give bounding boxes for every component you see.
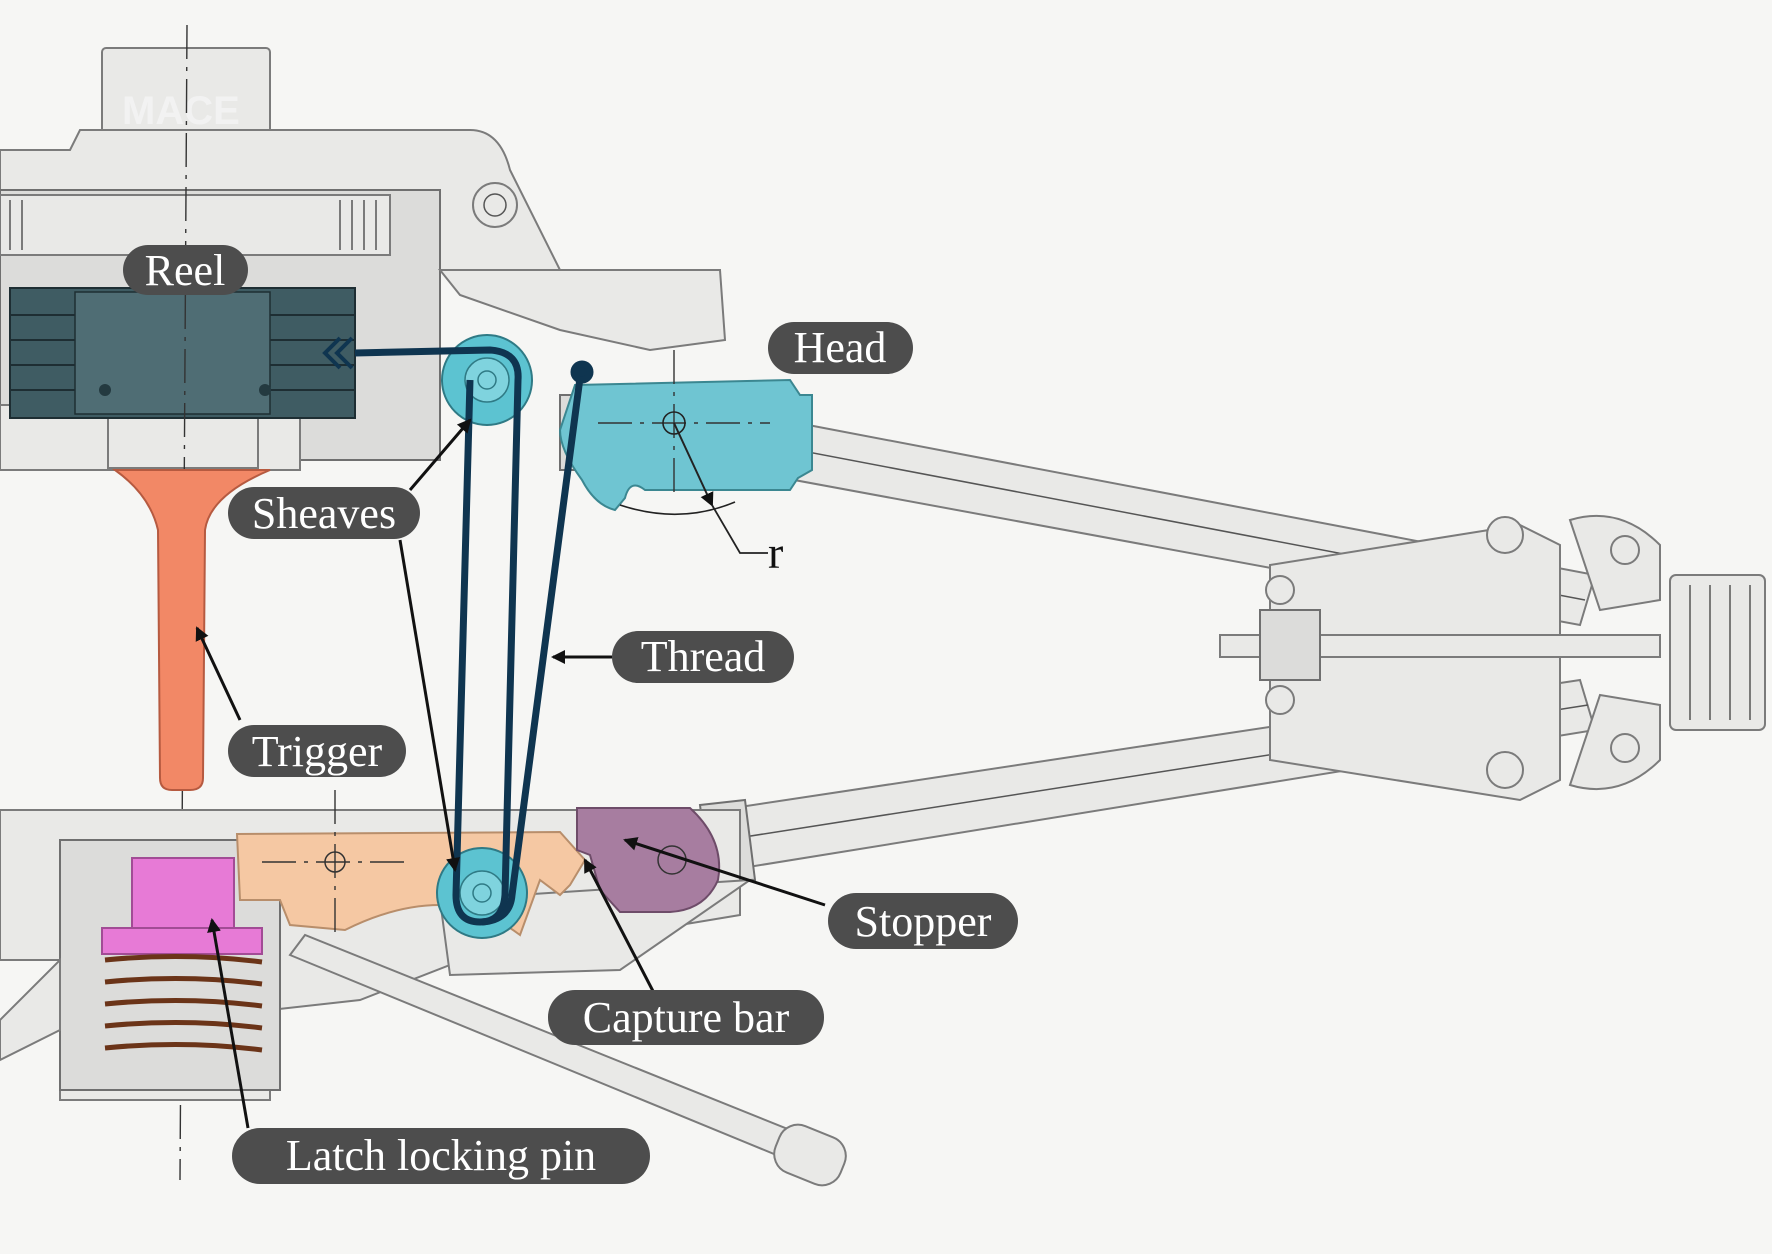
label-latch-locking-pin: Latch locking pin [232, 1128, 650, 1184]
label-sheaves: Sheaves [228, 487, 420, 539]
thread [354, 346, 594, 926]
label-latch-locking-pin-text: Latch locking pin [286, 1131, 596, 1180]
reel-assembly [9, 287, 356, 419]
capture-bar-arrow [583, 858, 657, 996]
label-head-text: Head [794, 323, 887, 372]
trigger-arrow [195, 626, 242, 721]
label-stopper: Stopper [828, 893, 1018, 949]
radius-arc [619, 501, 736, 516]
label-head: Head [768, 322, 913, 374]
label-capture-bar: Capture bar [548, 990, 824, 1045]
release-lever [288, 933, 847, 1187]
label-sheaves-text: Sheaves [252, 489, 396, 538]
radius-leader [711, 504, 768, 554]
sheaves-arrow-upper [408, 418, 472, 491]
radius-arrow [673, 422, 714, 507]
stopper-arrow [623, 837, 826, 907]
latch-pin-arrow [207, 918, 250, 1129]
label-capture-bar-text: Capture bar [583, 993, 790, 1042]
spring [104, 953, 263, 1053]
thread-end-arrows [322, 336, 354, 370]
label-reel: Reel [123, 245, 248, 295]
label-thread: Thread [612, 631, 794, 683]
label-stopper-text: Stopper [855, 897, 992, 946]
label-reel-text: Reel [145, 246, 226, 295]
trigger-part [111, 469, 271, 791]
head-part [558, 378, 813, 512]
sheaves-arrow-lower [398, 539, 460, 872]
label-trigger: Trigger [228, 725, 406, 777]
end-effector [1219, 514, 1766, 802]
radius-label: r [768, 527, 783, 578]
label-thread-text: Thread [641, 632, 766, 681]
stopper-part [576, 807, 721, 913]
label-trigger-text: Trigger [252, 727, 383, 776]
watermark-text: MACE [122, 89, 240, 133]
